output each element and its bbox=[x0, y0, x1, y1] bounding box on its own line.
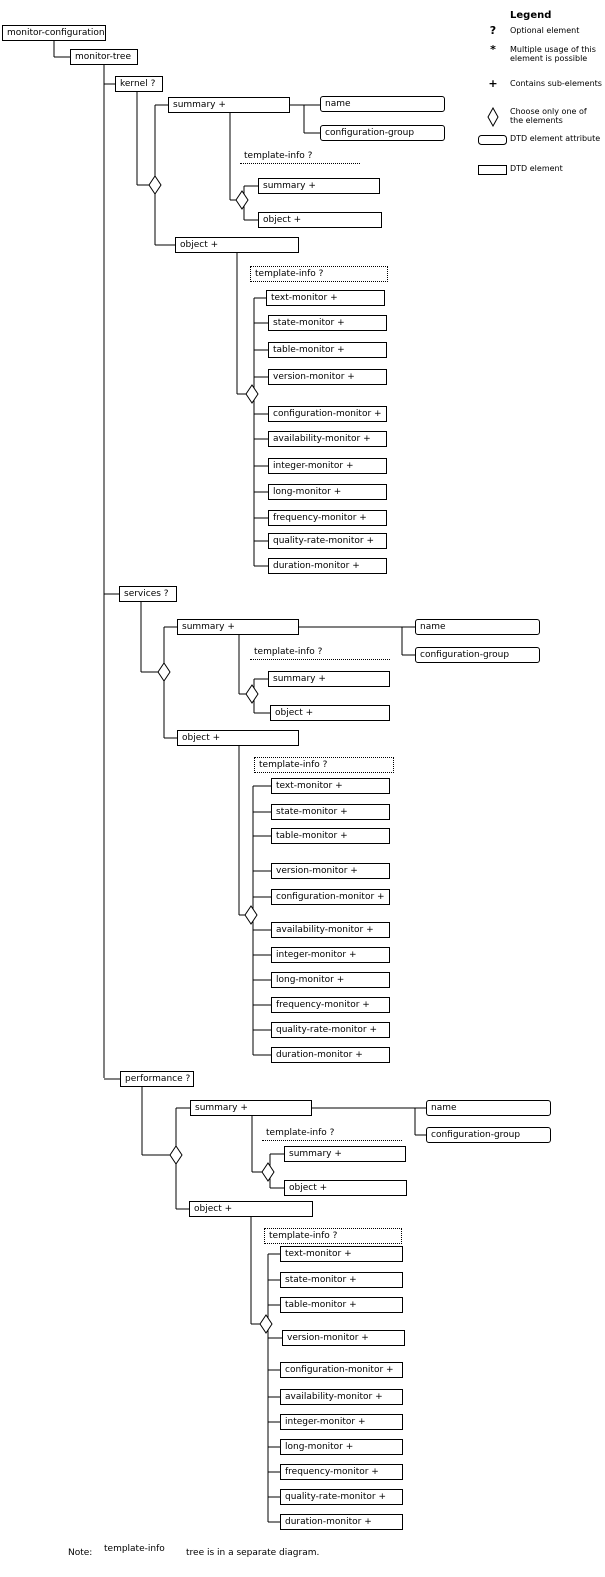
summary-child-element: summary + bbox=[258, 178, 380, 194]
root-element: monitor-configuration bbox=[2, 25, 106, 41]
choice-diamond-icon bbox=[245, 384, 259, 404]
monitor-element: availability-monitor + bbox=[271, 922, 390, 938]
configuration-group-attribute: configuration-group bbox=[426, 1127, 551, 1143]
object-child-element: object + bbox=[284, 1180, 407, 1196]
legend-text: Choose only one of the elements bbox=[510, 107, 587, 125]
summary-element: summary + bbox=[190, 1100, 312, 1116]
object-element: object + bbox=[189, 1201, 313, 1217]
monitor-element: long-monitor + bbox=[268, 484, 387, 500]
monitor-element: text-monitor + bbox=[280, 1246, 403, 1262]
monitor-element: quality-rate-monitor + bbox=[268, 533, 387, 549]
monitor-element: duration-monitor + bbox=[271, 1047, 390, 1063]
template-info-element: template-info ? bbox=[250, 646, 390, 660]
object-element: object + bbox=[175, 237, 299, 253]
monitor-element: configuration-monitor + bbox=[268, 406, 387, 422]
asterisk-icon: * bbox=[490, 43, 496, 56]
object-child-element: object + bbox=[270, 705, 390, 721]
summary-element: summary + bbox=[168, 97, 290, 113]
monitor-element: version-monitor + bbox=[271, 863, 390, 879]
monitor-element: state-monitor + bbox=[280, 1272, 403, 1288]
monitor-element: quality-rate-monitor + bbox=[280, 1489, 403, 1505]
legend-text: Optional element bbox=[510, 26, 580, 35]
monitor-element: long-monitor + bbox=[271, 972, 390, 988]
monitor-element: frequency-monitor + bbox=[268, 510, 387, 526]
summary-element: summary + bbox=[177, 619, 299, 635]
monitor-element: frequency-monitor + bbox=[271, 997, 390, 1013]
summary-child-element: summary + bbox=[284, 1146, 406, 1162]
monitor-element: configuration-monitor + bbox=[271, 889, 390, 905]
monitor-element: integer-monitor + bbox=[268, 458, 387, 474]
monitor-element: configuration-monitor + bbox=[280, 1362, 403, 1378]
name-attribute: name bbox=[320, 96, 445, 112]
monitor-element: long-monitor + bbox=[280, 1439, 403, 1455]
legend-text: Multiple usage of this element is possib… bbox=[510, 45, 596, 63]
name-attribute: name bbox=[426, 1100, 551, 1116]
legend-text: DTD element bbox=[510, 164, 563, 173]
note-text: tree is in a separate diagram. bbox=[186, 1548, 320, 1558]
monitor-element: integer-monitor + bbox=[280, 1414, 403, 1430]
name-attribute: name bbox=[415, 619, 540, 635]
monitor-element: state-monitor + bbox=[271, 804, 390, 820]
section-element: kernel ? bbox=[115, 76, 163, 92]
monitor-element: table-monitor + bbox=[280, 1297, 403, 1313]
template-info-element: template-info ? bbox=[264, 1228, 402, 1244]
monitor-element: availability-monitor + bbox=[268, 431, 387, 447]
choice-diamond-icon bbox=[244, 905, 258, 925]
configuration-group-attribute: configuration-group bbox=[320, 125, 445, 141]
monitor-element: frequency-monitor + bbox=[280, 1464, 403, 1480]
monitor-element: table-monitor + bbox=[268, 342, 387, 358]
monitor-element: duration-monitor + bbox=[280, 1514, 403, 1530]
legend-text: Contains sub-elements bbox=[510, 79, 602, 88]
template-info-element: template-info ? bbox=[254, 757, 394, 773]
monitor-element: version-monitor + bbox=[268, 369, 387, 385]
template-info-element: template-info ? bbox=[240, 150, 360, 164]
legend-text: DTD element attribute bbox=[510, 134, 601, 143]
summary-child-element: summary + bbox=[268, 671, 390, 687]
choice-diamond-icon bbox=[169, 1145, 183, 1165]
monitor-element: availability-monitor + bbox=[280, 1389, 403, 1405]
monitor-element: text-monitor + bbox=[271, 778, 390, 794]
legend-title: Legend bbox=[510, 10, 552, 21]
question-mark-icon: ? bbox=[489, 24, 497, 37]
plus-icon: + bbox=[488, 77, 498, 90]
monitor-tree-element: monitor-tree bbox=[70, 49, 138, 65]
box-icon bbox=[478, 164, 508, 177]
choice-diamond-icon bbox=[235, 190, 249, 210]
object-element: object + bbox=[177, 730, 299, 746]
choice-diamond-icon bbox=[157, 662, 171, 682]
template-info-element: template-info ? bbox=[262, 1127, 402, 1141]
section-element: performance ? bbox=[120, 1071, 194, 1087]
choice-diamond-icon bbox=[261, 1162, 275, 1182]
diamond-icon bbox=[478, 106, 508, 128]
monitor-element: quality-rate-monitor + bbox=[271, 1022, 390, 1038]
choice-diamond-icon bbox=[259, 1314, 273, 1334]
note-prefix: Note: bbox=[68, 1548, 93, 1558]
choice-diamond-icon bbox=[148, 175, 162, 195]
template-info-element: template-info ? bbox=[250, 266, 388, 282]
monitor-element: integer-monitor + bbox=[271, 947, 390, 963]
object-child-element: object + bbox=[258, 212, 382, 228]
note-term: template-info bbox=[104, 1544, 165, 1554]
rounded-box-icon bbox=[478, 134, 508, 147]
choice-diamond-icon bbox=[245, 684, 259, 704]
monitor-element: version-monitor + bbox=[282, 1330, 405, 1346]
monitor-element: table-monitor + bbox=[271, 828, 390, 844]
section-element: services ? bbox=[119, 586, 177, 602]
monitor-element: text-monitor + bbox=[266, 290, 385, 306]
monitor-element: state-monitor + bbox=[268, 315, 387, 331]
monitor-element: duration-monitor + bbox=[268, 558, 387, 574]
configuration-group-attribute: configuration-group bbox=[415, 647, 540, 663]
